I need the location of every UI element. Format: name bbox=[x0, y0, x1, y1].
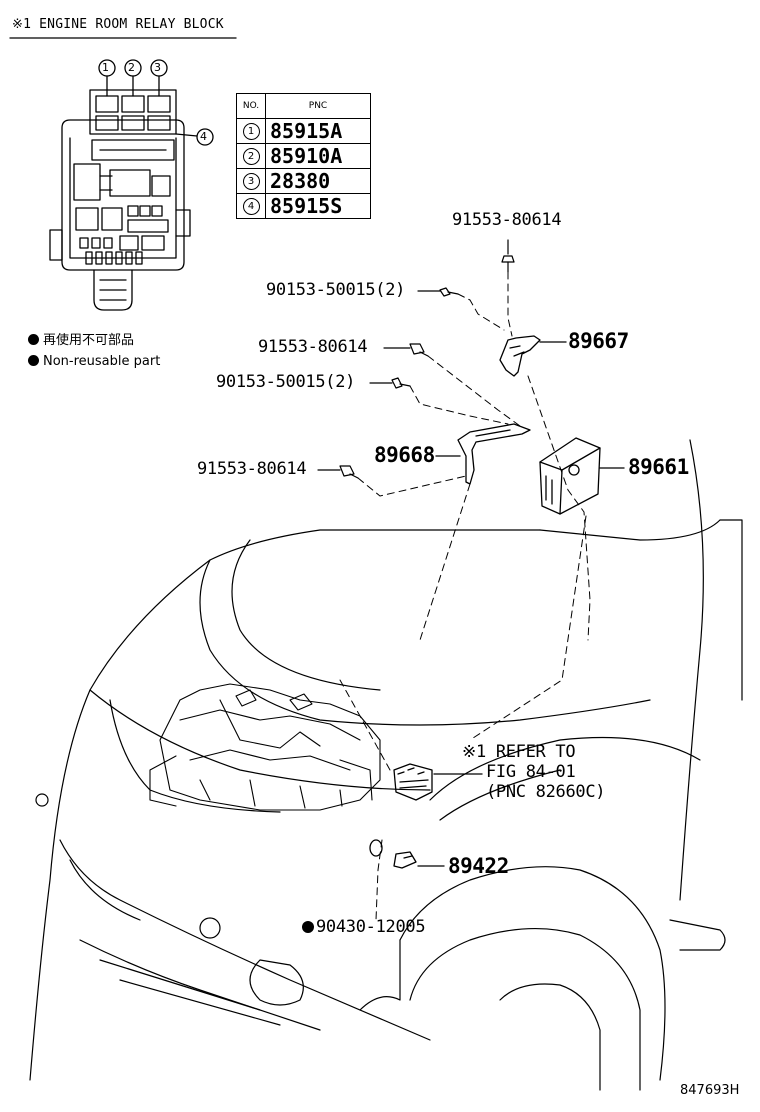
part-label-89422: 89422 bbox=[448, 854, 509, 878]
part-label-89667: 89667 bbox=[568, 329, 629, 353]
part-label-91553-low: 91553-80614 bbox=[197, 459, 307, 479]
bolt-91553-top bbox=[501, 239, 515, 273]
dashed-leaders bbox=[339, 271, 591, 921]
engine-drawing bbox=[149, 683, 381, 811]
row-pnc: 85915A bbox=[265, 118, 371, 144]
refer-line-3: (PNC 82660C) bbox=[486, 782, 606, 802]
callout-2: 2 bbox=[128, 61, 135, 74]
drawing-id: 847693H bbox=[680, 1083, 740, 1098]
part-label-89668: 89668 bbox=[374, 443, 435, 467]
non-reusable-dot-icon bbox=[302, 921, 314, 933]
part-label-90153-b: 90153-50015(2) bbox=[216, 372, 356, 392]
table-row: 1 85915A bbox=[236, 118, 371, 144]
part-label-89661: 89661 bbox=[628, 455, 689, 479]
row-pnc: 28380 bbox=[265, 168, 371, 194]
row-number: 4 bbox=[242, 197, 260, 215]
row-pnc: 85910A bbox=[265, 143, 371, 169]
pnc-table: NO. PNC 1 85915A 2 85910A 3 28380 4 8591… bbox=[236, 93, 371, 219]
table-row: 2 85910A bbox=[236, 143, 371, 169]
refer-line-1: ※1 REFER TO bbox=[462, 742, 576, 762]
callout-4: 4 bbox=[200, 130, 207, 143]
header-title: ※1 ENGINE ROOM RELAY BLOCK bbox=[12, 17, 224, 32]
callout-1: 1 bbox=[102, 61, 109, 74]
vehicle-outline bbox=[29, 439, 743, 1091]
table-row: 4 85915S bbox=[236, 193, 371, 219]
bolt-91553-low bbox=[317, 465, 359, 479]
table-row: 3 28380 bbox=[236, 168, 371, 194]
callout-3: 3 bbox=[154, 61, 161, 74]
bolt-91553-mid bbox=[383, 343, 429, 357]
row-number: 3 bbox=[242, 172, 260, 190]
part-label-91553-top: 91553-80614 bbox=[452, 210, 562, 230]
part-label-90153-a: 90153-50015(2) bbox=[266, 280, 406, 300]
callout-circle-4 bbox=[196, 128, 214, 146]
row-number: 1 bbox=[242, 122, 260, 140]
legend-en: Non-reusable part bbox=[28, 355, 160, 368]
ecu-89661 bbox=[539, 437, 625, 515]
bolt-90153-a bbox=[417, 287, 459, 297]
legend-jp: 再使用不可部品 bbox=[28, 334, 134, 347]
bolt-90153-b bbox=[369, 377, 411, 389]
non-reusable-dot-icon bbox=[28, 334, 39, 345]
part-label-90430: 90430-12005 bbox=[302, 919, 426, 936]
refer-line-2: FIG 84-01 bbox=[486, 762, 576, 782]
bracket-89667 bbox=[499, 335, 567, 377]
fuse-box-82660c bbox=[393, 763, 483, 801]
non-reusable-dot-icon bbox=[28, 355, 39, 366]
row-number: 2 bbox=[242, 147, 260, 165]
callout-circle-3 bbox=[150, 59, 168, 77]
bracket-89668 bbox=[435, 423, 531, 485]
table-header-row: NO. PNC bbox=[236, 93, 371, 119]
row-pnc: 85915S bbox=[265, 193, 371, 219]
callout-circle-1 bbox=[98, 59, 116, 77]
relay-block-drawing bbox=[49, 59, 214, 311]
col-pnc-header: PNC bbox=[265, 93, 371, 119]
sensor-89422 bbox=[369, 839, 445, 869]
callout-circle-2 bbox=[124, 59, 142, 77]
part-label-91553-mid: 91553-80614 bbox=[258, 337, 368, 357]
col-no-header: NO. bbox=[236, 93, 266, 119]
